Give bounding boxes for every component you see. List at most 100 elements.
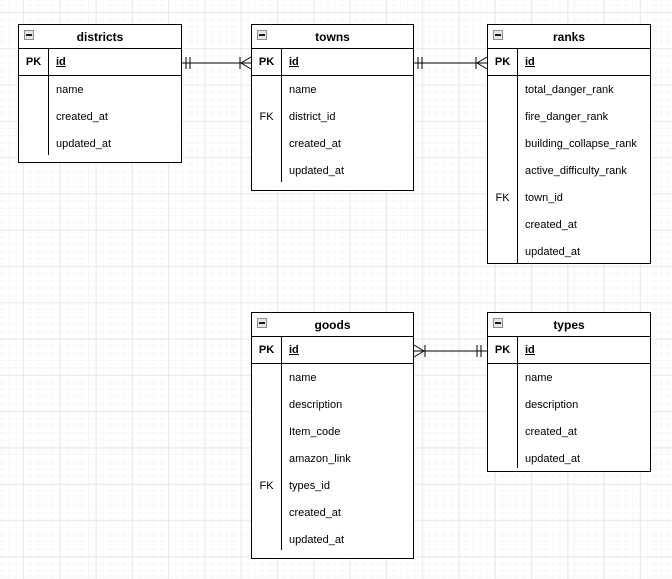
table-row[interactable]: created_at [488,211,650,238]
field-cell: active_difficulty_rank [525,164,627,177]
entity-header-towns[interactable]: towns [252,25,413,49]
entity-table-ranks[interactable]: ranks PK id total_danger_rank fire_dange… [487,24,651,264]
entity-header-districts[interactable]: districts [19,25,181,49]
entity-header-goods[interactable]: goods [252,313,413,337]
column-divider [281,49,282,182]
table-row[interactable]: name [252,364,413,391]
relationship-types-goods[interactable] [413,344,487,358]
table-row[interactable]: amazon_link [252,445,413,472]
field-cell: name [289,83,317,96]
field-cell: fire_danger_rank [525,110,609,123]
table-row[interactable]: updated_at [19,130,181,157]
entity-table-goods[interactable]: goods PK id name description Item_code a… [251,312,414,559]
table-row[interactable]: name [252,76,413,103]
key-cell [488,445,517,472]
key-cell [252,364,281,391]
table-row[interactable]: updated_at [252,157,413,184]
table-row-pk[interactable]: PK id [252,337,413,364]
field-cell: total_danger_rank [525,83,614,96]
field-cell: description [525,398,579,411]
pk-field: id [56,56,66,68]
relationship-districts-towns[interactable] [182,56,252,70]
relationship-towns-ranks[interactable] [414,56,488,70]
field-cell: created_at [525,218,577,231]
field-cell: updated_at [289,533,345,546]
field-cell: updated_at [289,164,345,177]
key-cell [488,238,517,265]
key-cell [488,103,517,130]
entity-header-types[interactable]: types [488,313,650,337]
table-row-pk[interactable]: PK id [488,49,650,76]
column-divider [517,49,518,263]
field-cell: description [289,398,343,411]
collapse-icon[interactable] [493,30,503,40]
entity-title: towns [315,29,350,44]
field-cell: created_at [56,110,108,123]
table-row-pk[interactable]: PK id [252,49,413,76]
table-row[interactable]: created_at [252,499,413,526]
entity-title: ranks [552,29,586,44]
field-cell: updated_at [525,452,581,465]
collapse-icon[interactable] [257,30,267,40]
entity-title: districts [76,29,124,44]
entity-header-ranks[interactable]: ranks [488,25,650,49]
column-divider [48,49,49,155]
field-cell: name [525,371,553,384]
entity-table-types[interactable]: types PK id name description created_at … [487,312,651,472]
pk-label: PK [25,56,42,68]
key-cell [488,391,517,418]
table-row-pk[interactable]: PK id [19,49,181,76]
key-cell [252,499,281,526]
table-row[interactable]: created_at [252,130,413,157]
field-cell: town_id [525,191,563,204]
table-row[interactable]: created_at [19,103,181,130]
table-row-pk[interactable]: PK id [488,337,650,364]
collapse-icon[interactable] [24,30,34,40]
key-cell [488,418,517,445]
collapse-icon[interactable] [257,318,267,328]
collapse-icon[interactable] [493,318,503,328]
table-row[interactable]: fire_danger_rank [488,103,650,130]
table-row[interactable]: description [252,391,413,418]
field-cell: name [56,83,84,96]
field-cell: Item_code [289,425,341,438]
pk-label: PK [258,56,275,68]
table-row[interactable]: created_at [488,418,650,445]
key-cell [488,130,517,157]
field-cell: types_id [289,479,330,492]
table-row[interactable]: active_difficulty_rank [488,157,650,184]
pk-field: id [525,344,535,356]
cardinality-one-icon [417,57,423,69]
table-row[interactable]: Item_code [252,418,413,445]
table-row[interactable]: FK town_id [488,184,650,211]
table-row[interactable]: total_danger_rank [488,76,650,103]
key-cell [252,76,281,103]
fk-label: FK [495,191,510,204]
field-cell: created_at [289,506,341,519]
pk-field: id [525,56,535,68]
pk-label: PK [494,344,511,356]
table-row[interactable]: updated_at [488,445,650,472]
table-row[interactable]: building_collapse_rank [488,130,650,157]
entity-table-towns[interactable]: towns PK id name FK district_id created_… [251,24,414,191]
field-cell: building_collapse_rank [525,137,637,150]
pk-label: PK [258,344,275,356]
table-row[interactable]: updated_at [488,238,650,265]
cardinality-many-icon [413,344,426,358]
table-row[interactable]: FK types_id [252,472,413,499]
table-row[interactable]: description [488,391,650,418]
cardinality-one-icon [185,57,191,69]
table-row[interactable]: updated_at [252,526,413,553]
cardinality-one-icon [476,345,482,357]
pk-field: id [289,344,299,356]
table-row[interactable]: name [19,76,181,103]
entity-table-districts[interactable]: districts PK id name created_at updated_… [18,24,182,163]
field-cell: created_at [289,137,341,150]
entity-title: goods [314,317,351,332]
table-row[interactable]: FK district_id [252,103,413,130]
field-cell: amazon_link [289,452,351,465]
table-row[interactable]: name [488,364,650,391]
entity-title: types [553,317,585,332]
key-cell [252,130,281,157]
